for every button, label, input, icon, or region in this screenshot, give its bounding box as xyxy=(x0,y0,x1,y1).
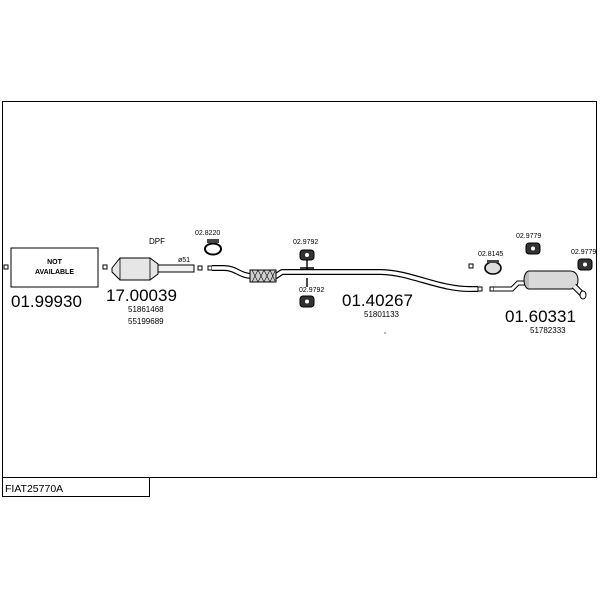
rear-section-left-marker xyxy=(468,263,474,269)
diagram-frame xyxy=(2,101,597,478)
clamp-icon xyxy=(204,242,222,256)
rear-mount-1-number: 02.9779 xyxy=(516,233,541,240)
middle-pipe-start-marker xyxy=(207,265,213,271)
middle-pipe-inner xyxy=(212,266,478,291)
not-available-box xyxy=(10,247,99,288)
clamp-bolt xyxy=(207,239,219,243)
rear-silencer-body xyxy=(529,270,579,290)
dpf-body xyxy=(111,257,159,281)
rubber-mount-top-part[interactable]: 02.9792 xyxy=(293,239,318,270)
front-pipe-part[interactable]: NOT AVAILABLE 01.99930 xyxy=(3,247,108,311)
dpf-outlet-pipe xyxy=(157,264,195,273)
rubber-mount-bottom-part[interactable]: 02.9792 xyxy=(299,278,324,308)
middle-pipe-part[interactable]: 01.40267 51801133 xyxy=(207,265,483,334)
rear-mount-1-part[interactable]: 02.9779 xyxy=(516,233,541,255)
flex-pipe-braid xyxy=(251,269,276,283)
rubber-mount-bottom-number: 02.9792 xyxy=(299,287,324,294)
rear-mount-2-number: 02.9779 xyxy=(571,249,596,256)
clamp-number: 02.8220 xyxy=(195,230,220,237)
not-available-line1: NOT xyxy=(47,259,63,266)
rear-mount-2-hole xyxy=(583,262,587,267)
rear-clamp-number: 02.8145 xyxy=(478,251,503,258)
dpf-part[interactable]: DPF ø51 17.00039 51861468 55199689 xyxy=(106,237,203,326)
rear-silencer-number: 01.60331 xyxy=(505,307,576,326)
front-pipe-left-marker xyxy=(3,264,9,270)
rear-silencer-start-marker xyxy=(489,286,495,292)
dpf-outlet-marker xyxy=(197,265,203,271)
dpf-number: 17.00039 xyxy=(106,286,177,305)
rear-clamp-bolt xyxy=(487,260,499,263)
middle-pipe-number: 01.40267 xyxy=(342,291,413,310)
rear-silencer-part[interactable]: 01.60331 51782333 xyxy=(489,270,587,335)
rear-clamp-icon xyxy=(484,261,502,275)
dpf-oe-number-1: 51861468 xyxy=(128,305,164,314)
stray-dot xyxy=(384,332,386,334)
clamp-part[interactable]: 02.8220 xyxy=(195,230,222,256)
front-pipe-right-marker xyxy=(102,264,108,270)
not-available-line2: AVAILABLE xyxy=(35,269,74,276)
title-box xyxy=(2,477,150,497)
rubber-mount-top-hanger xyxy=(300,260,314,270)
rear-mount-1-hole xyxy=(531,246,535,251)
rubber-mount-top-number: 02.9792 xyxy=(293,239,318,246)
dpf-dimension: ø51 xyxy=(178,257,190,264)
middle-pipe-end-marker xyxy=(477,286,483,292)
title-code: FIAT25770A xyxy=(5,483,63,495)
rubber-mount-bottom-hole xyxy=(305,299,309,304)
dpf-oe-number-2: 55199689 xyxy=(128,317,164,326)
front-pipe-number: 01.99930 xyxy=(11,292,82,311)
rear-silencer-oe-number: 51782333 xyxy=(530,326,566,335)
rear-silencer-inlet-pipe-inner xyxy=(494,281,526,291)
rubber-mount-top-hole xyxy=(305,253,309,257)
dpf-label: DPF xyxy=(149,237,165,246)
rear-mount-2-part[interactable]: 02.9779 xyxy=(571,249,596,271)
rear-clamp-part[interactable]: 02.8145 xyxy=(468,251,503,275)
rear-silencer-tail-tip xyxy=(579,290,587,300)
middle-pipe-oe-number: 51801133 xyxy=(364,310,400,319)
